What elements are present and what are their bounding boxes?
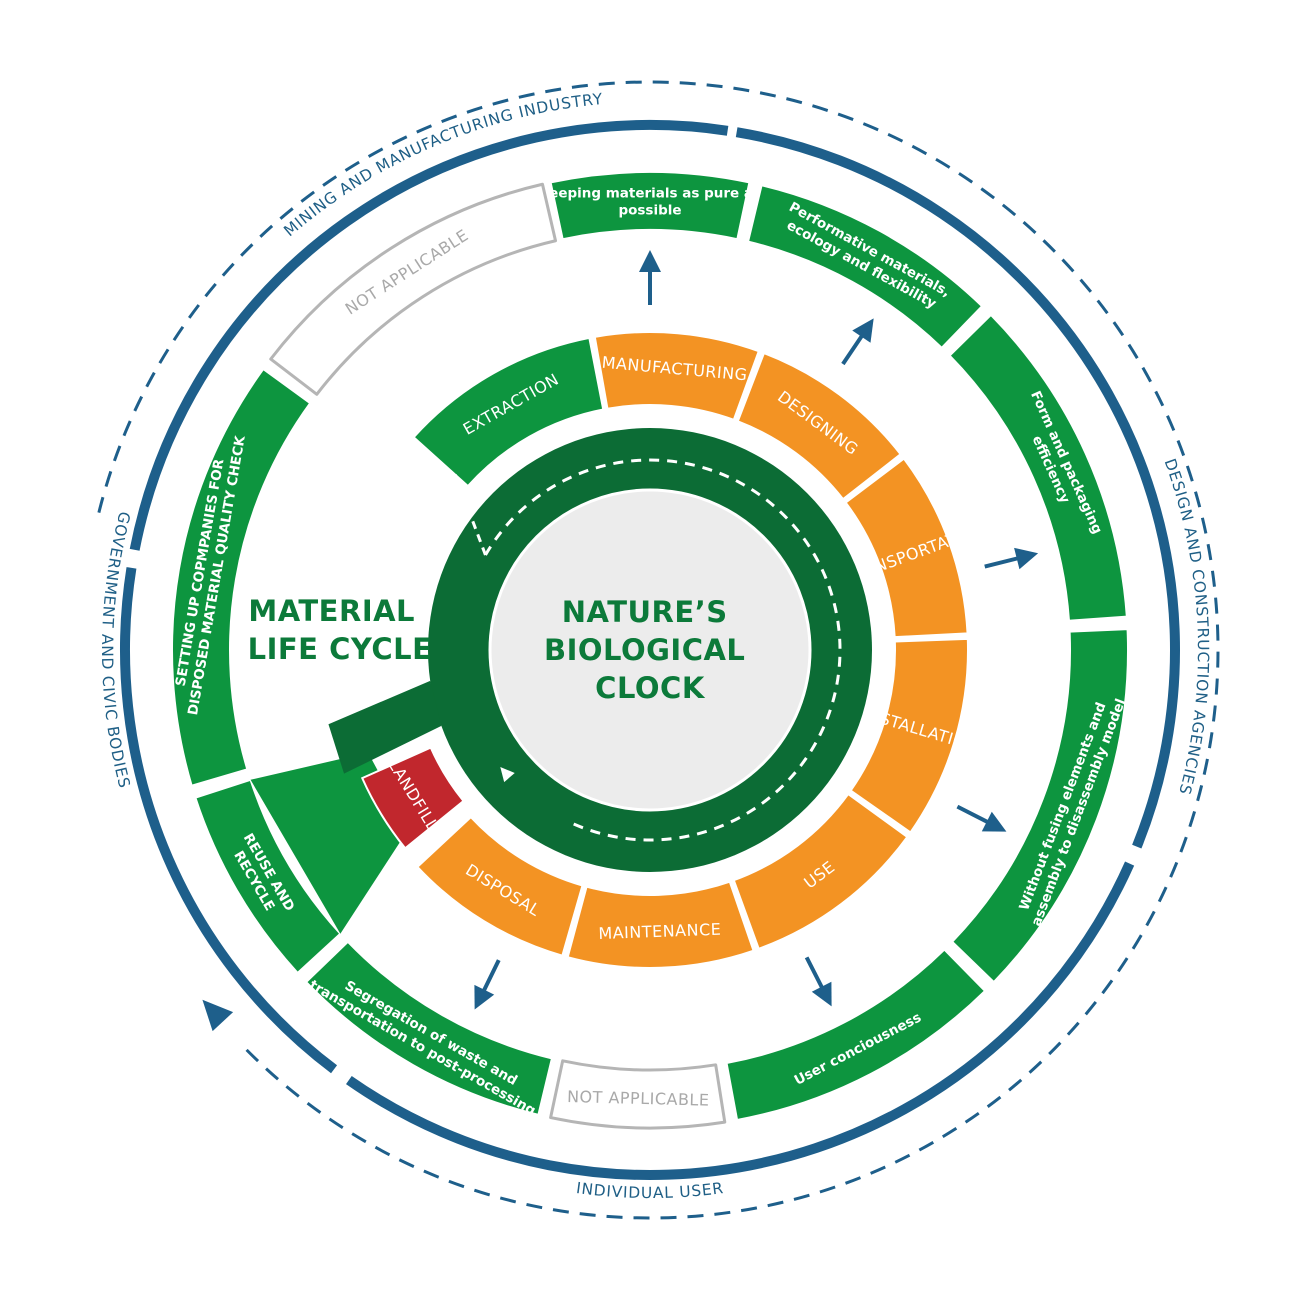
outer-reuse-recycle — [194, 778, 342, 974]
core-circle — [488, 488, 812, 812]
side-title: MATERIAL LIFE CYCLE — [248, 594, 433, 666]
outer-setting-up-companies — [171, 368, 312, 787]
reuse-recycle-wedge — [250, 752, 409, 934]
ring-manufacturing — [593, 331, 761, 422]
stakeholder-arc — [120, 567, 338, 1074]
stakeholder-arc — [346, 861, 1135, 1180]
radial-arrow-shaft — [480, 959, 501, 995]
ring-transportation — [844, 457, 969, 639]
radial-arrow-head — [852, 318, 874, 343]
outer-dashed-ring — [97, 80, 1220, 1220]
stakeholder-blue-arcs — [120, 120, 1180, 1180]
ring-landfill — [360, 746, 465, 850]
center-title-line-1: NATURE’S — [562, 595, 728, 629]
outer-pure-materials-label-line-2: possible — [618, 203, 681, 219]
ring-extraction — [412, 336, 605, 488]
outer-not-applicable-bottom — [549, 1059, 727, 1130]
stakeholder-arc — [129, 120, 729, 551]
ring-disposal — [416, 815, 584, 957]
radial-arrow-head — [981, 811, 1007, 832]
ring-maintenance-label-line-1: MAINTENANCE — [598, 920, 722, 943]
ring-use — [732, 792, 909, 951]
radial-arrow-head — [639, 250, 661, 272]
outer-without-fusing — [951, 628, 1129, 984]
outer-pure-materials-label-line-1: Keeping materials as pure as — [539, 186, 761, 202]
dashed-cycle-ring — [97, 80, 1220, 1220]
outer-not-applicable-bottom-label-line-1: NOT APPLICABLE — [567, 1087, 710, 1110]
side-title-line-2: LIFE CYCLE — [248, 632, 433, 666]
radial-arrow-head — [474, 984, 495, 1010]
ring-designing — [736, 351, 902, 501]
dashed-ring-arrowhead — [202, 999, 234, 1032]
radial-arrow-shaft — [956, 804, 992, 826]
outer-pure-materials — [549, 171, 751, 241]
biological-clock-core — [328, 428, 872, 872]
dashed-cycle-arrowhead — [500, 766, 515, 783]
outer-segregation-waste — [305, 940, 553, 1116]
radial-arrow-shaft — [984, 555, 1022, 569]
center-title-line-2: BIOLOGICAL — [544, 633, 745, 667]
ring-maintenance-label: MAINTENANCE — [598, 920, 722, 943]
center-title: NATURE’S BIOLOGICAL CLOCK — [544, 595, 756, 705]
side-title-line-1: MATERIAL — [248, 594, 415, 628]
outer-not-applicable-top — [269, 182, 558, 396]
ring-installation — [849, 637, 969, 834]
outer-not-applicable-bottom-label: NOT APPLICABLE — [567, 1087, 710, 1110]
inner-dashed-cycle — [484, 458, 842, 842]
radial-arrows — [474, 250, 1039, 1010]
inner-lifecycle-ring: EXTRACTIONMANUFACTURINGDESIGNINGTRANSPOR… — [360, 331, 988, 969]
ring-maintenance — [566, 880, 755, 969]
radial-arrow-head — [1014, 547, 1039, 570]
outer-form-packaging — [948, 313, 1128, 622]
radial-arrow-shaft — [804, 956, 826, 992]
stakeholder-arc — [735, 127, 1180, 849]
connector-band — [328, 680, 442, 774]
stakeholder-label: INDIVIDUAL USER — [575, 1179, 725, 1202]
outer-user-consciousness — [725, 948, 987, 1121]
outer-performative-materials — [747, 184, 984, 349]
center-title-line-3: CLOCK — [595, 671, 706, 705]
stakeholder-label-path: INDIVIDUAL USER — [575, 1179, 724, 1202]
radial-arrow-head — [811, 981, 832, 1007]
dashed-arrowhead-extraction — [453, 474, 469, 493]
radial-arrow-shaft — [841, 332, 866, 366]
